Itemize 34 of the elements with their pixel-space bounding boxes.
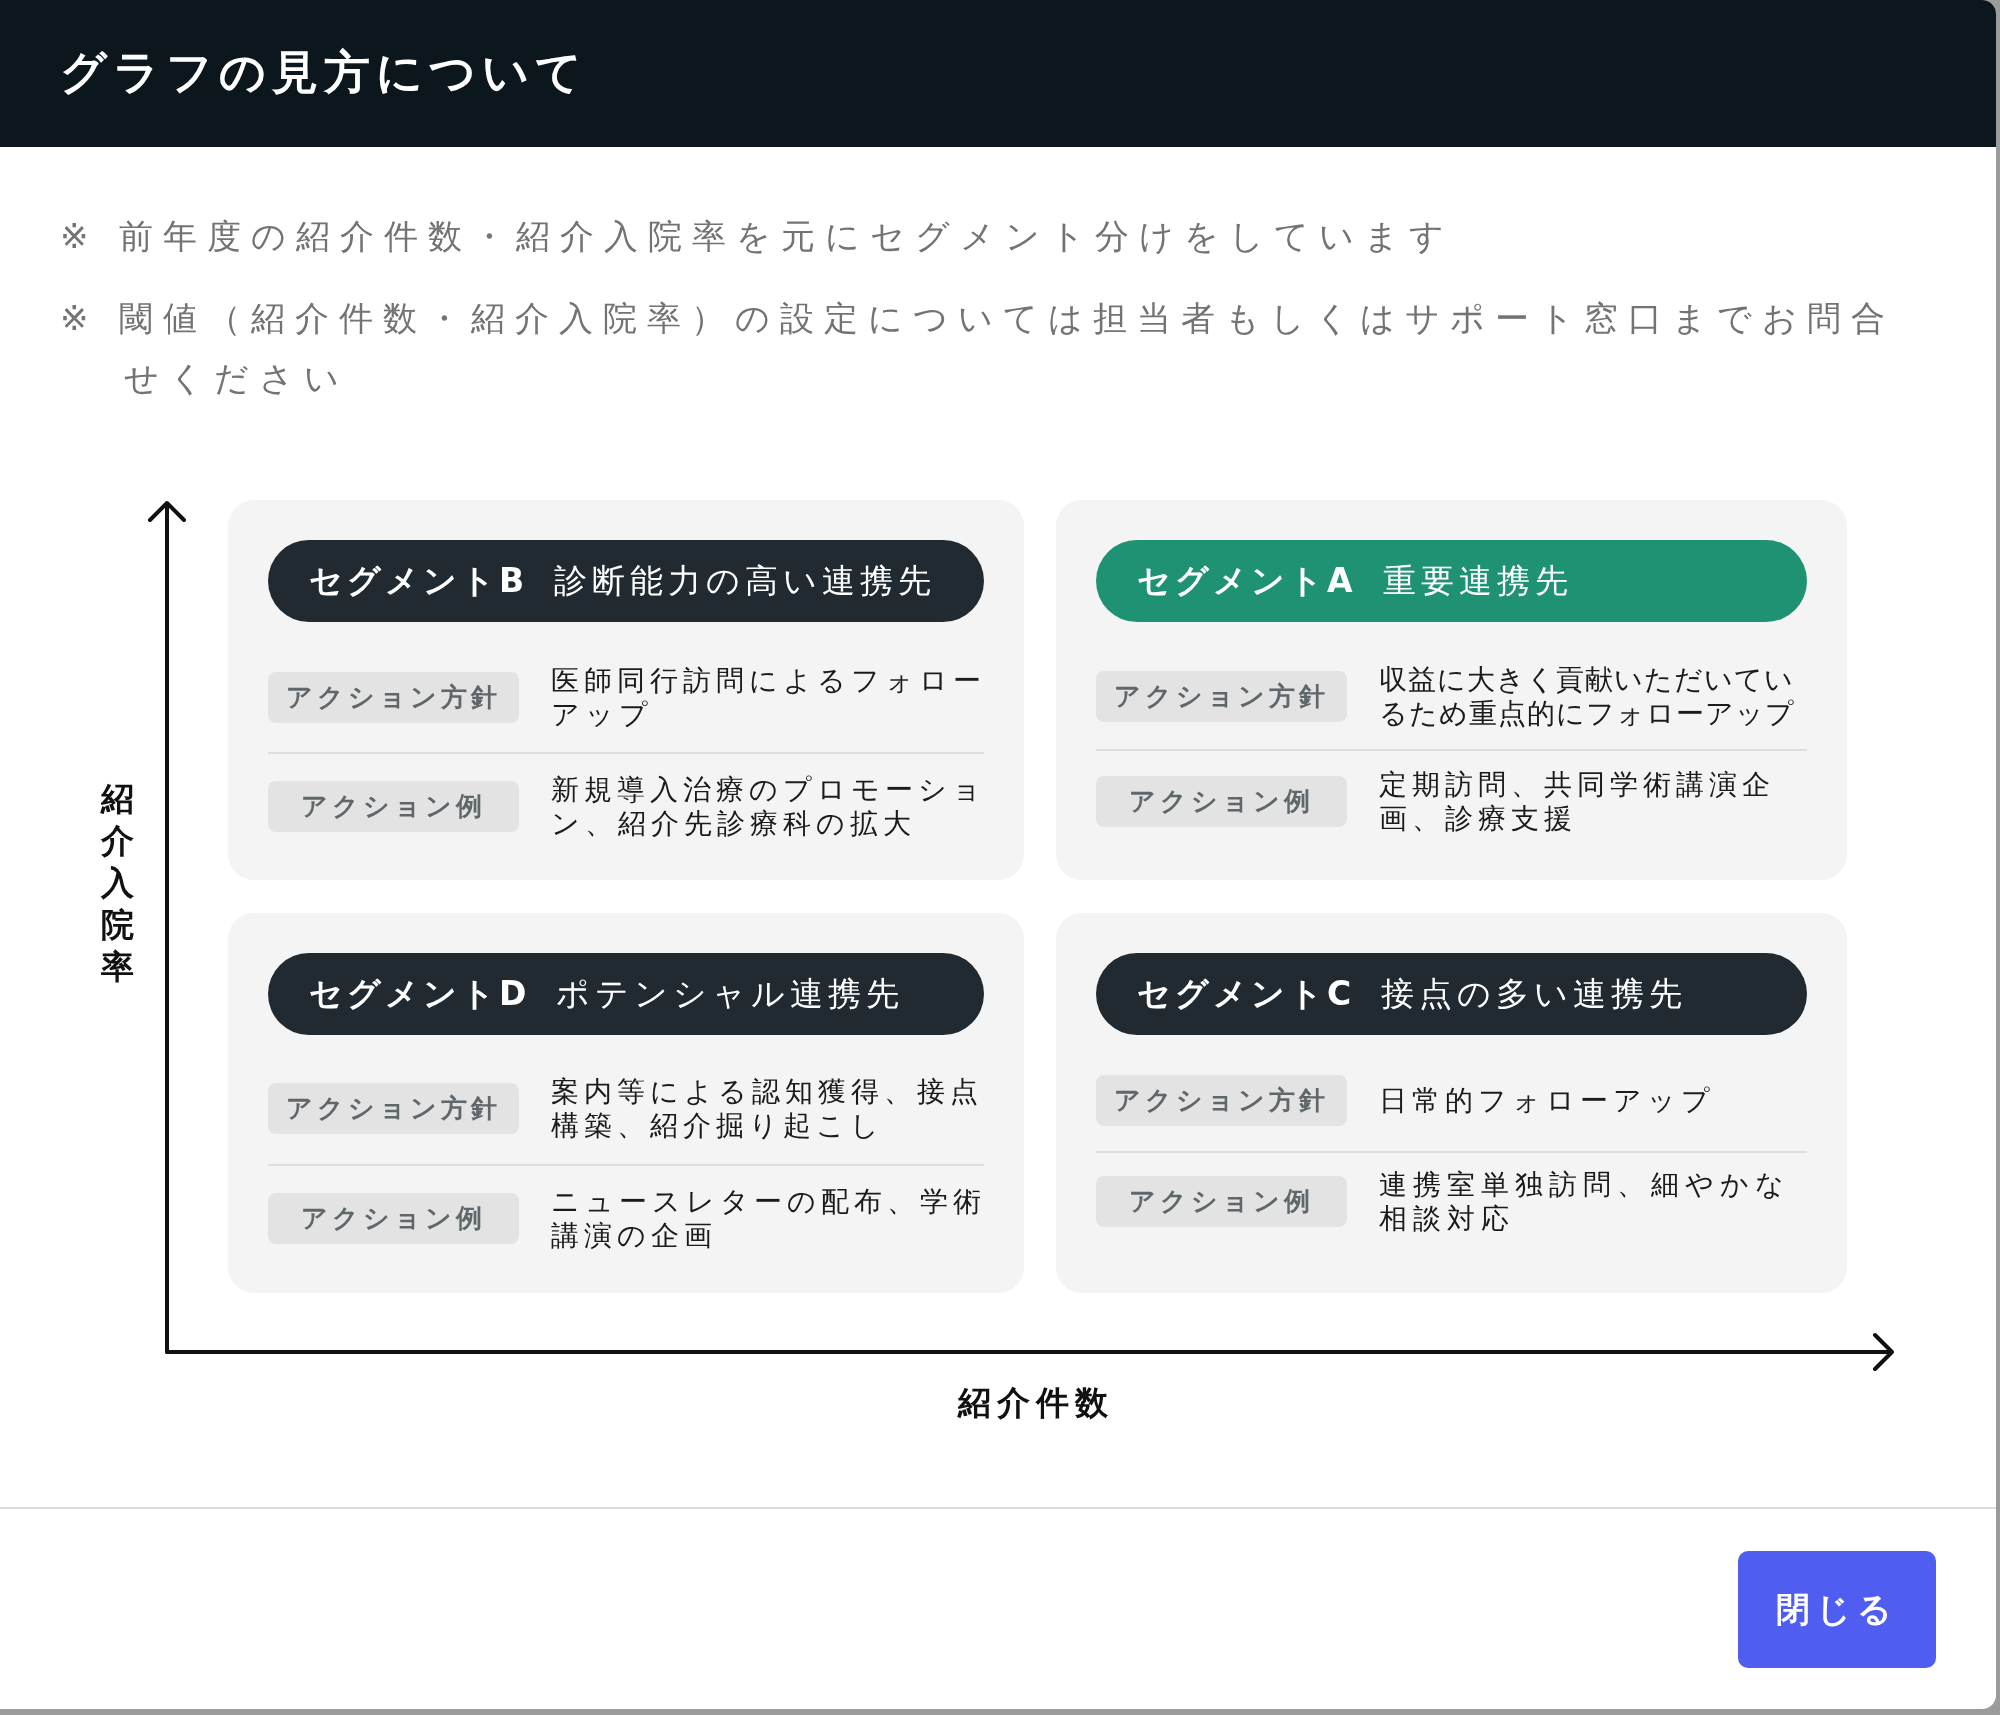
segment-card [1056, 500, 1847, 880]
axis-label: 紹介入院率 [99, 778, 135, 988]
action-description: 定期訪問、共同学術講演企画、診療支援 [1379, 767, 1776, 836]
action-tag: アクション方針 [1096, 1075, 1347, 1126]
action-description: ニュースレターの配布、学術講演の企画 [551, 1184, 987, 1253]
action-tag: アクション例 [1096, 776, 1347, 827]
axis-label: 紹介件数 [958, 1383, 1114, 1423]
action-tag: アクション例 [1096, 1176, 1347, 1227]
segment-name: セグメントB [309, 559, 529, 602]
action-description: 案内等による認知獲得、接点構築、紹介掘り起こし [551, 1074, 984, 1143]
action-description: 医師同行訪問によるフォローアップ [551, 663, 987, 732]
action-description: 連携室単独訪問、細やかな相談対応 [1379, 1167, 1791, 1236]
action-tag: アクション方針 [268, 672, 519, 723]
segment-name: セグメントD [309, 972, 531, 1015]
segment-name: セグメントC [1137, 972, 1356, 1015]
note-text: ※ 閾値（紹介件数・紹介入院率）の設定については担当者もしくはサポート窓口までお問合せください [60, 297, 1897, 400]
action-tag: アクション方針 [1096, 671, 1347, 722]
segment-card [228, 500, 1024, 880]
action-description: 収益に大きく貢献いただいているため重点的にフォローアップ [1379, 662, 1796, 731]
action-tag: アクション例 [268, 1193, 519, 1244]
action-tag: アクション例 [268, 781, 519, 832]
segment-title: 接点の多い連携先 [1381, 972, 1688, 1015]
action-description: 日常的フォローアップ [1379, 1083, 1716, 1118]
action-tag: アクション方針 [268, 1083, 519, 1134]
segment-card [228, 913, 1024, 1293]
close-button: 閉じる [1738, 1551, 1936, 1668]
segment-title: ポテンシャル連携先 [556, 972, 905, 1015]
segment-title: 重要連携先 [1382, 559, 1573, 602]
segment-name: セグメントA [1137, 559, 1357, 602]
note-text: ※ 前年度の紹介件数・紹介入院率を元にセグメント分けをしています [60, 215, 1456, 258]
action-description: 新規導入治療のプロモーション、紹介先診療科の拡大 [551, 772, 987, 841]
dialog-title: グラフの見方について [60, 45, 588, 99]
segment-title: 診断能力の高い連携先 [554, 559, 937, 602]
segment-card [1056, 913, 1847, 1293]
